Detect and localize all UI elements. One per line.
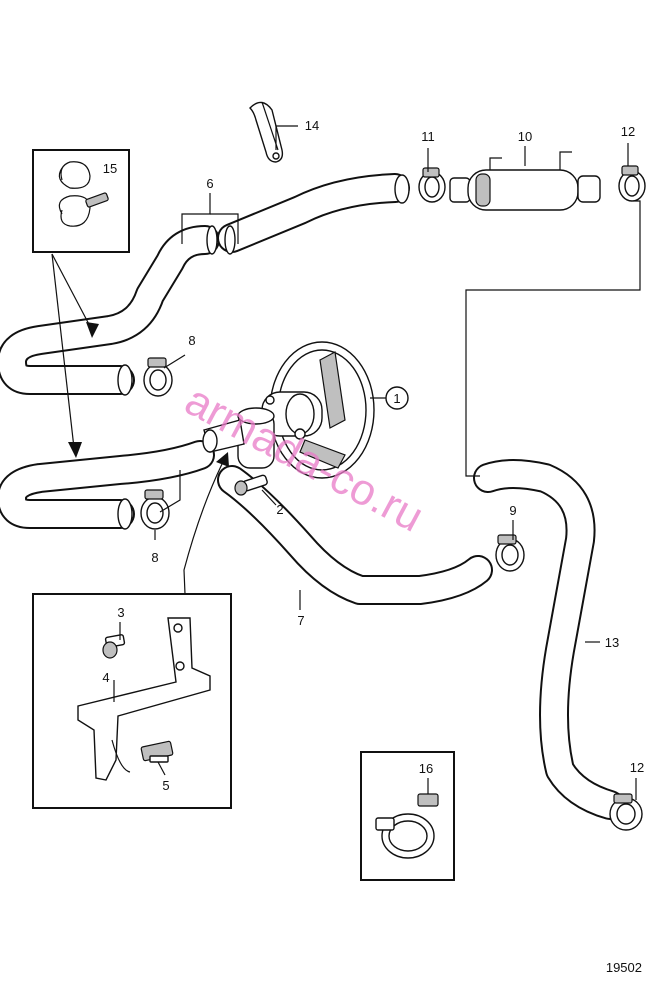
callout-3: 3 (117, 605, 124, 620)
callout-5: 5 (162, 778, 169, 793)
callout-2: 2 (276, 502, 283, 517)
callout-7: 7 (297, 613, 304, 628)
callout-4: 4 (102, 670, 109, 685)
part-1-pump (202, 341, 375, 479)
clamp-9 (495, 534, 525, 572)
callout-10: 10 (518, 129, 532, 144)
callout-1-circle (385, 386, 409, 410)
clamp-8-upper (143, 357, 173, 397)
drawing-number: 19502 (606, 960, 642, 975)
callout-11: 11 (421, 129, 435, 144)
part-10-cooler (449, 151, 601, 211)
callout-9: 9 (509, 503, 516, 518)
hose-7 (217, 465, 493, 605)
callout-8-lower: 8 (151, 550, 158, 565)
callout-14: 14 (305, 118, 319, 133)
callout-12-top: 12 (621, 124, 635, 139)
inset-box-bracket (32, 593, 232, 809)
arrows-15 (51, 253, 99, 458)
callout-6: 6 (206, 176, 213, 191)
callout-12-bottom: 12 (630, 760, 644, 775)
callout-8-upper: 8 (188, 333, 195, 348)
screw-2 (234, 474, 268, 496)
clamp-12-bottom (609, 793, 643, 831)
clamp-8-lower (140, 489, 170, 530)
hose-13 (473, 459, 625, 820)
callout-16: 16 (419, 761, 433, 776)
leader-lines (113, 125, 641, 800)
hose-lower-left (0, 440, 215, 530)
clip-14 (249, 101, 284, 163)
callout-1: 1 (393, 391, 400, 406)
callout-15: 15 (103, 161, 117, 176)
clamp-11 (418, 167, 446, 203)
inset-box-15 (32, 149, 130, 253)
callout-13: 13 (605, 635, 619, 650)
clamp-12-top (618, 165, 646, 202)
inset-box-16 (360, 751, 455, 881)
hose-6-upper (0, 173, 410, 396)
arrow-bracket (183, 452, 229, 595)
